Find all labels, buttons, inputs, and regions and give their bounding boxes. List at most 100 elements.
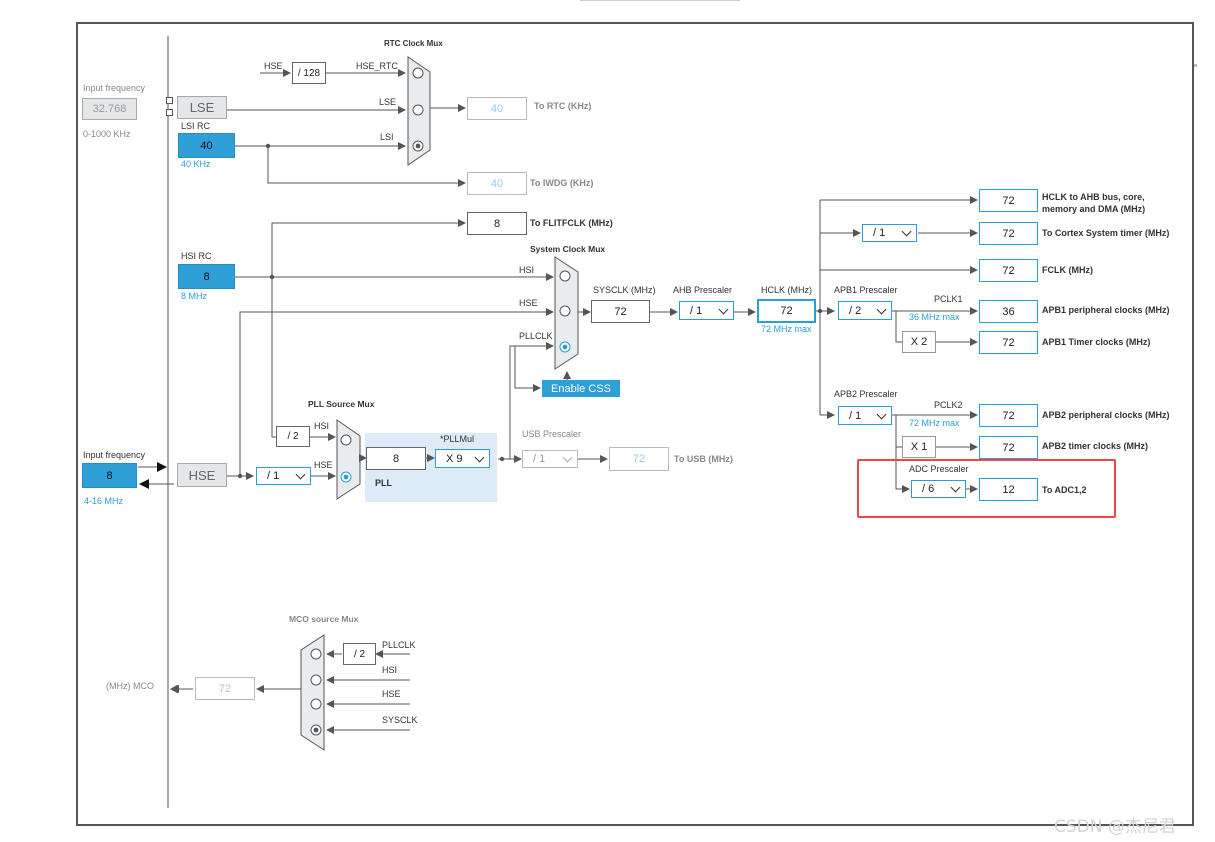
- flitf-output-value: 8: [467, 212, 527, 235]
- sysclk-label: SYSCLK (MHz): [593, 285, 656, 295]
- rtc-lsi-label: LSI: [380, 132, 394, 142]
- adc-prescaler-select[interactable]: / 6: [911, 480, 966, 498]
- hclk-value[interactable]: 72: [757, 299, 816, 323]
- output-cortex-timer-value[interactable]: 72: [979, 222, 1038, 245]
- hsi-div-2: / 2: [276, 426, 310, 447]
- hse-input-range: 4-16 MHz: [84, 496, 124, 506]
- pll-label: PLL: [375, 478, 392, 488]
- ahb-prescaler-label: AHB Prescaler: [673, 285, 733, 295]
- pllmul-select[interactable]: X 9: [435, 449, 490, 468]
- hse-input-label: Input frequency: [83, 450, 146, 460]
- lse-input-field[interactable]: 32.768: [82, 98, 137, 120]
- bus-tap-lse-top: [166, 97, 173, 104]
- ahb-prescaler-select[interactable]: / 1: [679, 301, 734, 320]
- lse-source[interactable]: LSE: [177, 96, 227, 119]
- usb-prescaler-label: USB Prescaler: [522, 429, 582, 439]
- hse-prediv-value: / 1: [267, 470, 280, 482]
- output-hclk-ahb-label: HCLK to AHB bus, core,: [1042, 192, 1145, 202]
- lsi-frequency: 40 KHz: [181, 159, 211, 169]
- apb2-prescaler-value: / 1: [849, 409, 862, 422]
- output-apb2-timer-value[interactable]: 72: [979, 436, 1038, 459]
- system-clock-mux-title: System Clock Mux: [530, 244, 606, 254]
- apb1-prescaler-select[interactable]: / 2: [838, 301, 892, 320]
- apb2-timer-multiplier: X 1: [902, 436, 936, 458]
- adc-highlight-box: [857, 459, 1116, 518]
- hsi-frequency: 8 MHz: [181, 291, 208, 301]
- hclk-label: HCLK (MHz): [761, 285, 812, 295]
- mco-hsi-label: HSI: [382, 665, 398, 675]
- chevron-down-icon: [295, 469, 306, 480]
- apb2-prescaler-select[interactable]: / 1: [838, 406, 892, 425]
- hse-source[interactable]: HSE: [177, 463, 227, 487]
- output-apb2-peripheral-label: APB2 peripheral clocks (MHz): [1042, 410, 1170, 420]
- rtc-output-label: To RTC (KHz): [534, 101, 592, 111]
- cortex-timer-divider-select[interactable]: / 1: [862, 224, 917, 242]
- apb2-prescaler-label: APB2 Prescaler: [834, 389, 898, 399]
- chevron-down-icon: [718, 304, 729, 314]
- pllsrc-hse-label: HSE: [314, 460, 333, 470]
- sysmux-hsi-label: HSI: [519, 265, 535, 275]
- sysmux-pllclk-label: PLLCLK: [519, 331, 553, 341]
- hsi-rc-value[interactable]: 8: [178, 264, 235, 289]
- hse-div-128: / 128: [292, 62, 326, 84]
- adc-prescaler-value: / 6: [922, 483, 935, 495]
- pllmul-value: X 9: [446, 452, 463, 465]
- hse-input-field[interactable]: 8: [82, 463, 137, 488]
- apb1-timer-multiplier: X 2: [902, 331, 936, 353]
- hsi-label: HSI RC: [181, 251, 212, 261]
- chevron-down-icon: [562, 452, 573, 463]
- rtc-mux-title: RTC Clock Mux: [384, 39, 443, 48]
- output-apb1-timer-label: APB1 Timer clocks (MHz): [1042, 337, 1151, 347]
- output-fclk-label: FCLK (MHz): [1042, 265, 1093, 275]
- chevron-down-icon: [876, 409, 887, 419]
- rtc-output-value[interactable]: 40: [467, 97, 527, 120]
- mco-pll-div-2: / 2: [343, 643, 376, 665]
- lse-input-range: 0-1000 KHz: [83, 129, 131, 139]
- mco-hse-label: HSE: [382, 689, 401, 699]
- usb-output-value[interactable]: 72: [609, 447, 669, 471]
- enable-css-button[interactable]: Enable CSS: [542, 380, 620, 397]
- rtc-hse-in-label: HSE: [264, 61, 283, 71]
- diagram-frame: [76, 22, 1194, 826]
- output-hclk-ahb-label-line2: memory and DMA (MHz): [1042, 204, 1146, 214]
- apb2-max: 72 MHz max: [909, 418, 960, 428]
- scroll-marker: [1194, 64, 1197, 67]
- lsi-label: LSI RC: [181, 121, 211, 131]
- output-hclk-ahb-value[interactable]: 72: [979, 189, 1038, 212]
- sysclk-value: 72: [591, 300, 650, 323]
- hclk-max: 72 MHz max: [761, 324, 812, 334]
- iwdg-output-value[interactable]: 40: [467, 172, 527, 195]
- adc-output-value[interactable]: 12: [979, 478, 1038, 501]
- chevron-down-icon: [876, 304, 887, 314]
- ahb-prescaler-value: / 1: [690, 304, 703, 317]
- adc-output-label: To ADC1,2: [1042, 485, 1087, 495]
- hse-prediv-select[interactable]: / 1: [256, 467, 311, 485]
- rtc-lse-label: LSE: [379, 97, 397, 107]
- pll-input-value: 8: [366, 447, 426, 470]
- mco-source-mux-title: MCO source Mux: [289, 614, 359, 624]
- lsi-rc-value[interactable]: 40: [178, 133, 235, 158]
- apb1-max: 36 MHz max: [909, 312, 960, 322]
- mco-pllclk-label: PLLCLK: [382, 640, 416, 650]
- mco-sysclk-label: SYSCLK: [382, 715, 418, 725]
- usb-prescaler-value: / 1: [533, 453, 546, 465]
- pllmul-label: *PLLMul: [440, 434, 475, 444]
- top-scroll-indicator: [580, 0, 740, 1]
- output-apb1-peripheral-value[interactable]: 36: [979, 300, 1038, 323]
- output-apb2-peripheral-value[interactable]: 72: [979, 404, 1038, 427]
- mco-output-value[interactable]: 72: [195, 677, 255, 700]
- chevron-down-icon: [474, 452, 485, 462]
- output-cortex-timer-label: To Cortex System timer (MHz): [1042, 228, 1170, 238]
- flitf-output-label: To FLITFCLK (MHz): [530, 218, 613, 228]
- adc-prescaler-label: ADC Prescaler: [909, 464, 969, 474]
- csdn-watermark: CSDN @杰尼君: [1054, 817, 1176, 837]
- iwdg-output-label: To IWDG (KHz): [530, 178, 594, 188]
- chevron-down-icon: [901, 226, 912, 237]
- mco-output-label: (MHz) MCO: [106, 681, 154, 691]
- usb-prescaler-select[interactable]: / 1: [522, 450, 578, 468]
- output-apb1-timer-value[interactable]: 72: [979, 331, 1038, 354]
- pll-source-mux-title: PLL Source Mux: [308, 399, 375, 409]
- output-fclk-value[interactable]: 72: [979, 259, 1038, 282]
